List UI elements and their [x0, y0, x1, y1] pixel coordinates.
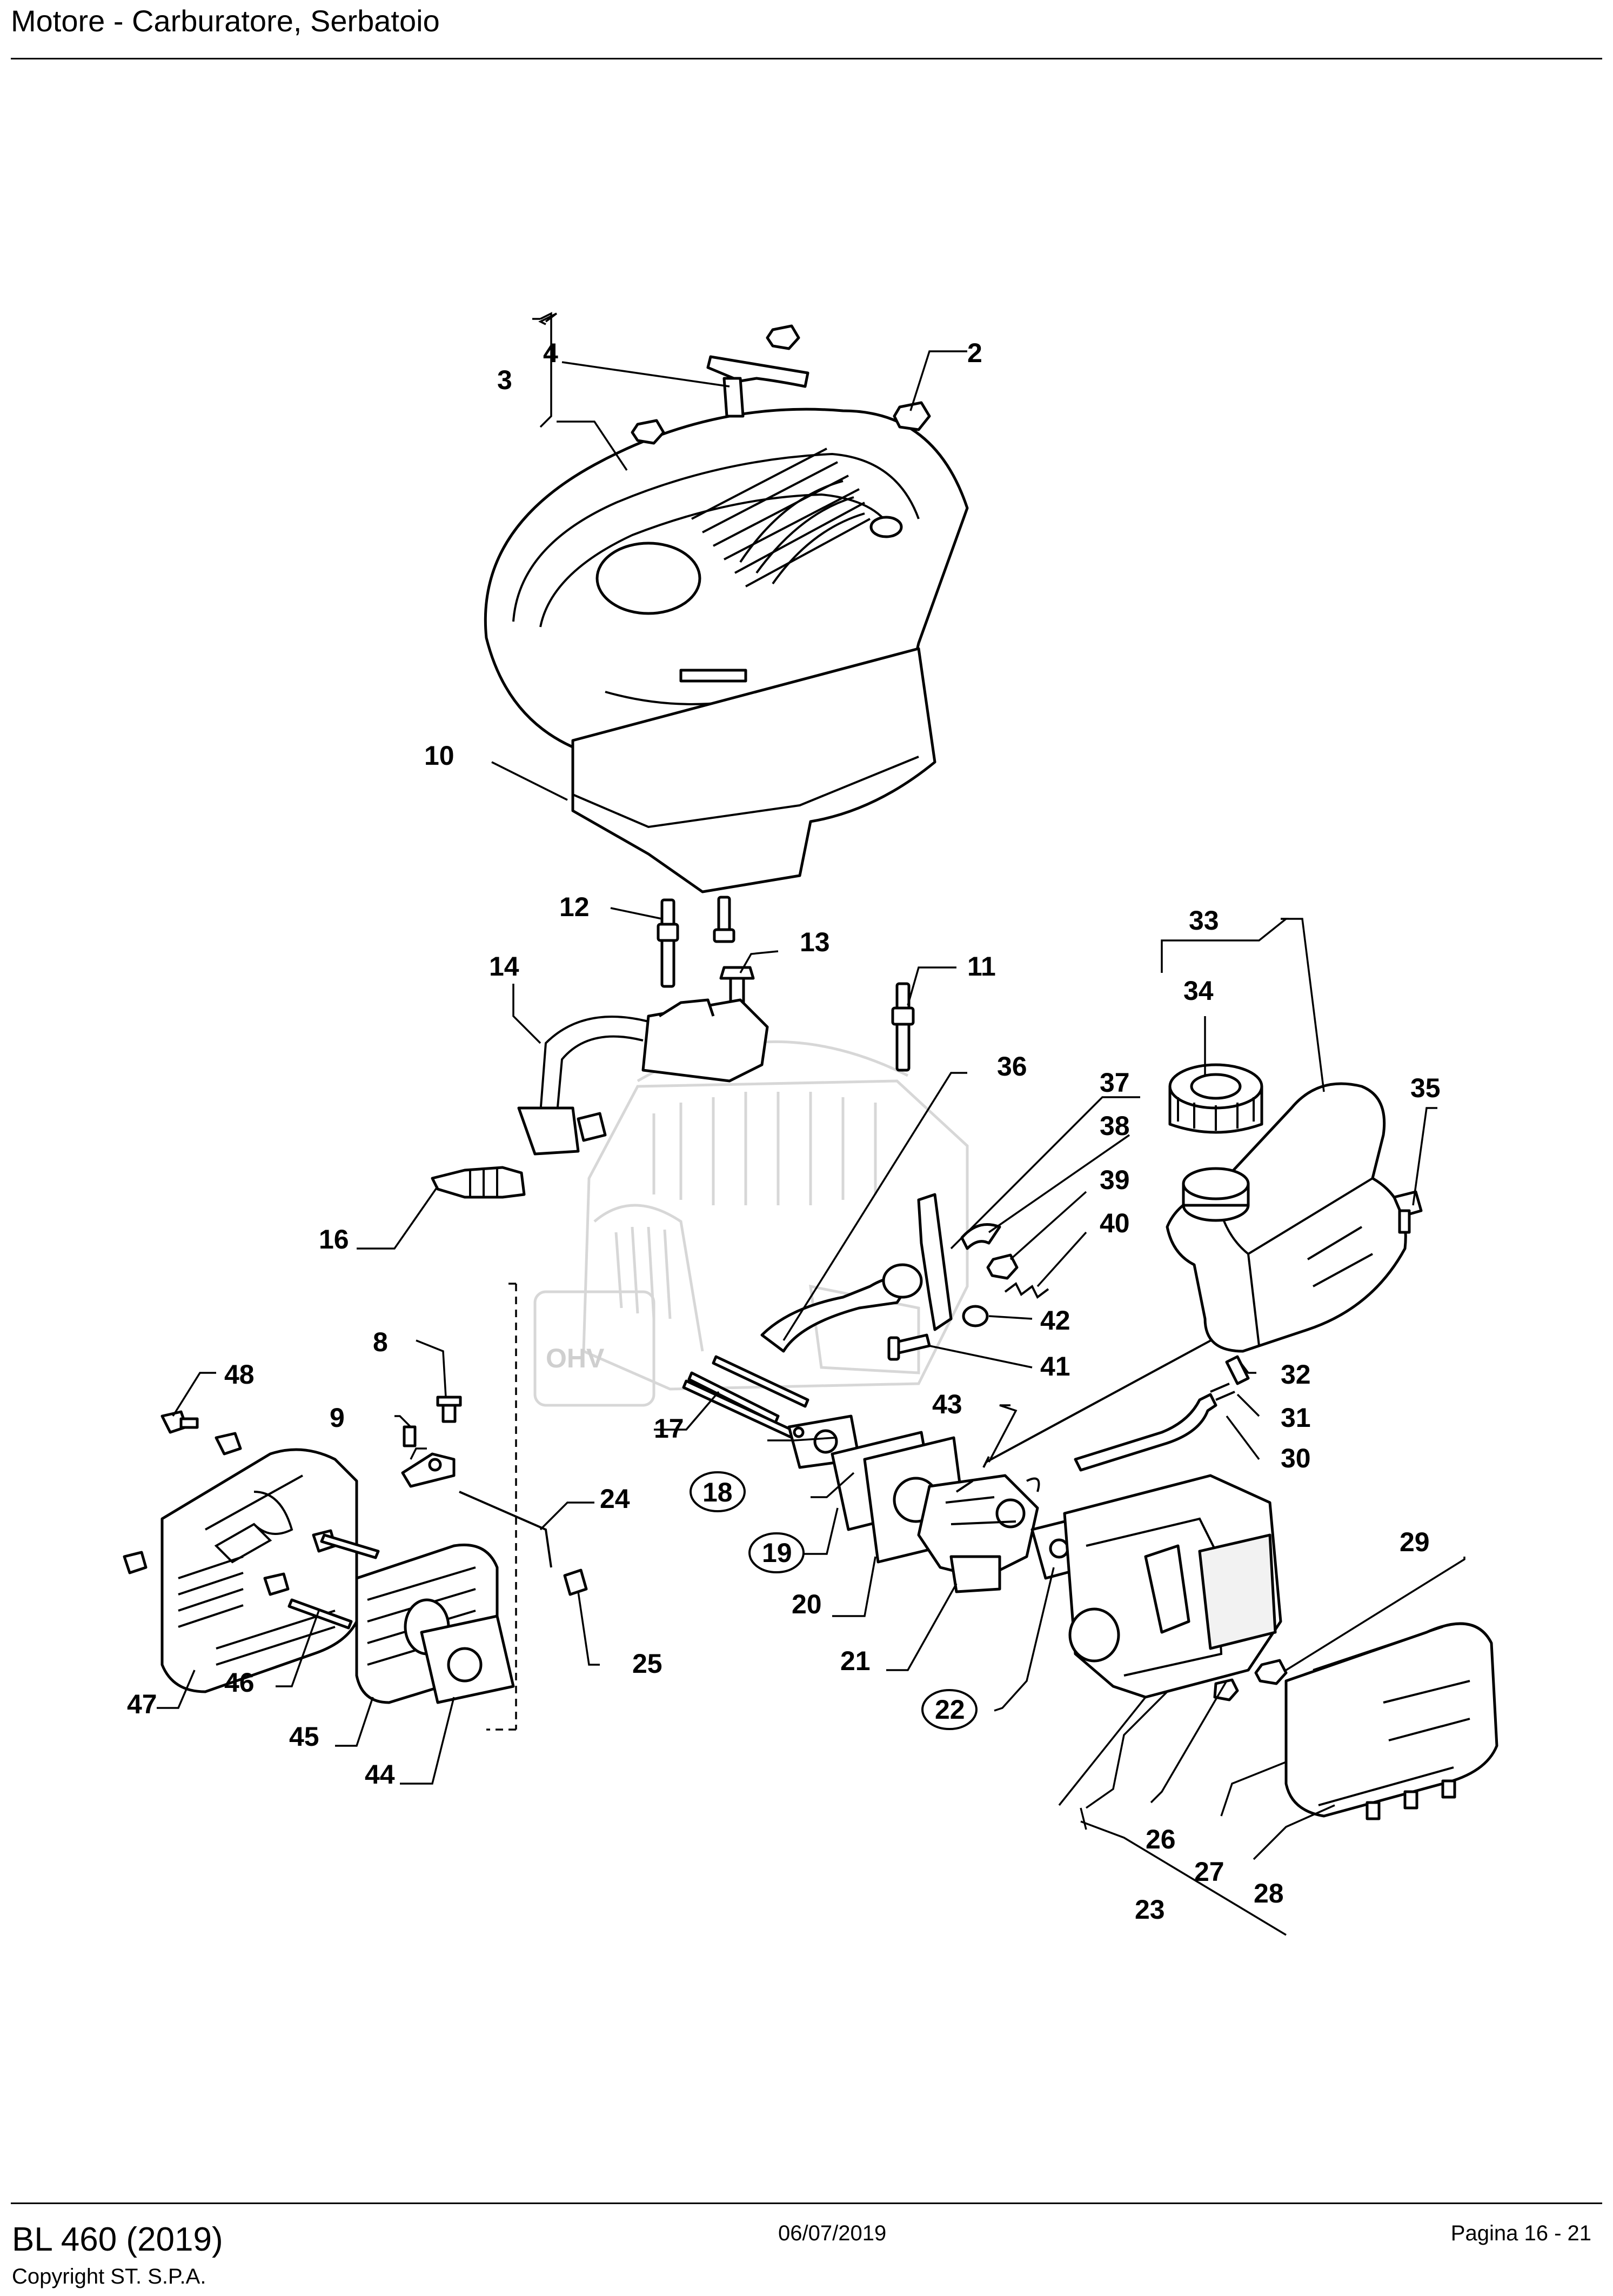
callout-20: 20: [792, 1589, 822, 1619]
page-number: Pagina 16 - 21: [1450, 2221, 1591, 2245]
fuel-hose: [1074, 1393, 1217, 1472]
nut-29: [1213, 1659, 1288, 1701]
callout-2: 2: [967, 338, 982, 368]
bolt-35: [1393, 1190, 1423, 1234]
callout-48: 48: [224, 1359, 255, 1390]
stud-46: [287, 1533, 380, 1630]
callout-45: 45: [289, 1721, 319, 1752]
nut-2: [631, 324, 931, 445]
print-date: 06/07/2019: [778, 2221, 887, 2245]
callout-24: 24: [600, 1484, 630, 1514]
fuel-tank-neck: [1182, 1167, 1250, 1222]
callout-22: 22: [935, 1694, 965, 1725]
callout-28: 28: [1254, 1878, 1284, 1908]
callout-18: 18: [702, 1477, 733, 1507]
page-title: Motore - Carburatore, Serbatoio: [11, 4, 440, 38]
long-studs: [682, 1355, 809, 1440]
intake-pipe: [760, 1263, 923, 1353]
engine-logo-text: OHV: [546, 1343, 605, 1373]
callout-33: 33: [1189, 905, 1219, 936]
callout-12: 12: [559, 892, 590, 922]
footer-divider: [11, 2202, 1602, 2204]
gasket-44: [420, 1614, 515, 1704]
callout-19b: 19: [762, 1538, 792, 1568]
callout-29: 29: [1400, 1527, 1430, 1557]
header-divider: [11, 58, 1602, 59]
screw-8: [436, 1396, 462, 1423]
callout-9: 9: [330, 1403, 345, 1433]
callout-31: 31: [1281, 1403, 1311, 1433]
callout-11: 11: [967, 951, 996, 982]
spark-plug: [431, 1166, 526, 1199]
callout-37: 37: [1100, 1067, 1130, 1098]
callout-46: 46: [224, 1667, 255, 1698]
callout-44: 44: [365, 1759, 395, 1790]
callout-40: 40: [1100, 1208, 1130, 1238]
callout-13: 13: [800, 927, 830, 957]
choke-rod: [982, 1336, 1224, 1468]
callout-10: 10: [424, 740, 454, 771]
air-filter-cover: [1284, 1622, 1498, 1820]
ignition-coil: [517, 998, 769, 1156]
carburetor: [917, 1474, 1040, 1593]
callout-41: 41: [1040, 1351, 1070, 1381]
callout-21: 21: [840, 1646, 871, 1676]
clip-25: [563, 1569, 588, 1596]
callout-27: 27: [1194, 1857, 1224, 1887]
callout-36: 36: [997, 1051, 1027, 1082]
wire-24: [459, 1491, 552, 1568]
model-name: BL 460 (2019): [12, 2221, 223, 2258]
copyright-text: Copyright ST. S.P.A.: [12, 2265, 206, 2288]
callout-30: 30: [1281, 1443, 1311, 1473]
assembly-dashed-line: [486, 1283, 517, 1731]
governor-lever: [917, 1193, 953, 1331]
callout-42: 42: [1040, 1305, 1070, 1336]
callout-32: 32: [1281, 1359, 1311, 1390]
callout-17: 17: [654, 1413, 684, 1444]
callout-16: 16: [319, 1224, 349, 1254]
bolt-41: [887, 1333, 931, 1361]
bracket-9: [401, 1425, 456, 1488]
fuel-filter-32: [1225, 1355, 1250, 1385]
callout-39: 39: [1100, 1165, 1130, 1195]
circled-callouts: 18 19 22: [690, 1471, 978, 1730]
callout-47: 47: [127, 1689, 157, 1719]
callout-34: 34: [1183, 976, 1214, 1006]
starter-handle: [706, 355, 809, 418]
nut-39: [986, 1253, 1019, 1280]
callout-38: 38: [1100, 1111, 1130, 1141]
fan-housing-10: [571, 647, 936, 893]
air-filter-element: [1198, 1533, 1277, 1650]
spring-40: [1004, 1282, 1049, 1299]
callout-25: 25: [632, 1648, 662, 1679]
callout-43: 43: [932, 1389, 962, 1419]
callout-4: 4: [543, 338, 558, 368]
leader-lines: [157, 312, 1465, 1936]
callout-23: 23: [1135, 1894, 1165, 1925]
stud-11: [891, 982, 915, 1072]
callout-35: 35: [1410, 1073, 1441, 1103]
callout-14: 14: [489, 951, 519, 982]
callout-8: 8: [373, 1327, 388, 1357]
callout-3: 3: [497, 365, 512, 395]
screw-13: [719, 966, 755, 1004]
washer-42: [962, 1305, 989, 1327]
muffler-guard: [160, 1448, 358, 1693]
fuel-cap: [1168, 1063, 1263, 1134]
callout-26: 26: [1146, 1824, 1176, 1854]
stud-12: [657, 896, 735, 988]
hose-clamp-31: [1210, 1383, 1235, 1401]
